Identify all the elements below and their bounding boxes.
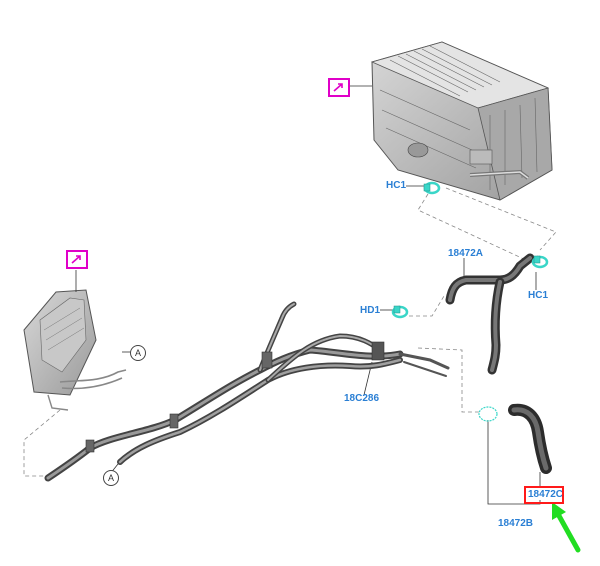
hose-18472c	[508, 403, 552, 474]
callout-18472c[interactable]: 18472C	[528, 489, 564, 500]
green-arrow-icon	[552, 502, 581, 553]
hose-18472a	[445, 253, 535, 375]
connection-marker-a: A	[103, 470, 119, 486]
external-reference-icon[interactable]	[66, 250, 88, 269]
left-module	[23, 289, 127, 411]
callout-hc1-right[interactable]: HC1	[528, 290, 549, 301]
clamp-18472b	[478, 406, 498, 422]
callout-18c286[interactable]: 18C286	[344, 393, 380, 404]
hvac-unit	[370, 41, 553, 201]
external-reference-icon[interactable]	[328, 78, 350, 97]
callout-hc1-top[interactable]: HC1	[386, 180, 407, 191]
hose-assembly-18c286	[44, 301, 450, 482]
clamp-hd1	[391, 305, 409, 319]
guide-lines	[23, 187, 557, 477]
callout-hd1[interactable]: HD1	[360, 305, 381, 316]
highlight-18472c	[524, 486, 564, 504]
callout-18472b[interactable]: 18472B	[498, 518, 534, 529]
connection-marker-a: A	[130, 345, 146, 361]
clamp-hc1-top	[423, 181, 441, 195]
clamp-hc1-right	[531, 255, 549, 269]
callout-18472a[interactable]: 18472A	[448, 248, 484, 259]
